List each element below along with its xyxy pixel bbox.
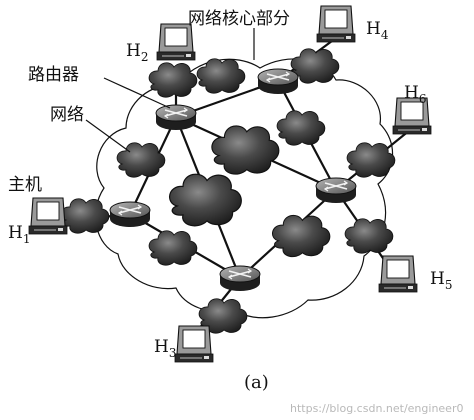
watermark-text: https://blog.csdn.net/engineer0: [290, 402, 463, 415]
computer-icon: [316, 5, 356, 43]
network-cloud: [344, 218, 394, 254]
computer-icon: [156, 23, 196, 61]
network-cloud: [276, 110, 326, 146]
computer-icon: [174, 325, 214, 363]
figure-caption: (a): [244, 372, 269, 393]
core-label: 网络核心部分: [188, 9, 290, 29]
network-cloud: [60, 198, 110, 234]
network-cloud: [148, 230, 198, 266]
computer-icon: [28, 197, 68, 235]
router-icon: [219, 265, 261, 292]
host-h4-label: H4: [366, 19, 389, 42]
host-h2-label: H2: [126, 41, 148, 64]
router-icon: [257, 68, 299, 95]
host-h5-label: H5: [430, 269, 452, 292]
network-cloud: [346, 142, 396, 178]
network-cloud: [271, 214, 331, 258]
router-leader-line: [103, 77, 171, 109]
router-label: 路由器: [28, 65, 79, 85]
network-cloud: [148, 62, 198, 98]
computer-icon: [378, 255, 418, 293]
network-label: 网络: [50, 105, 84, 125]
network-cloud: [211, 125, 280, 175]
host-label: 主机: [8, 175, 42, 195]
host-h6-label: H6: [404, 83, 426, 106]
router-icon: [315, 177, 357, 204]
router-icon: [109, 201, 151, 228]
network-leader-line: [85, 119, 131, 153]
network-cloud: [168, 173, 242, 227]
host-h1-label: H1: [8, 223, 30, 246]
host-h3-label: H3: [154, 337, 176, 360]
router-icon: [155, 104, 197, 131]
